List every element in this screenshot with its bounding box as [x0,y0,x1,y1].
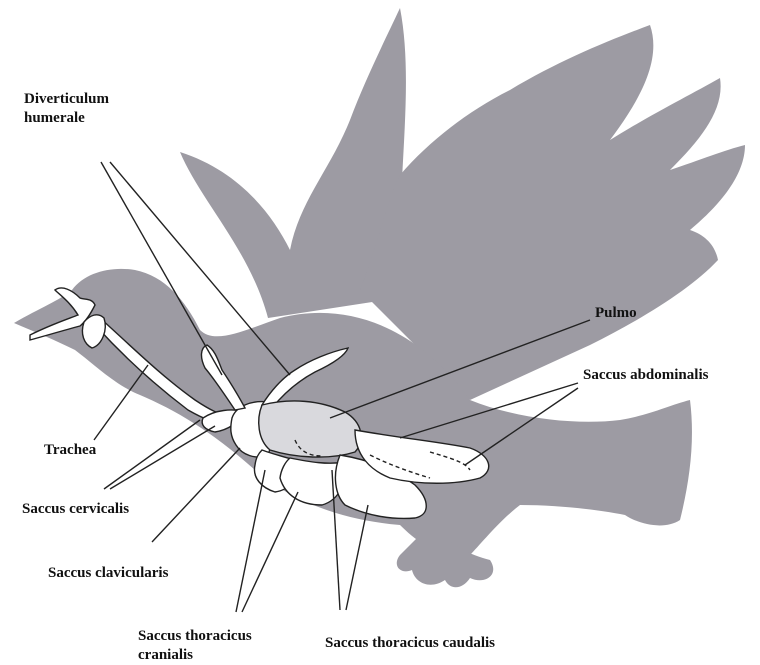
label-trachea: Trachea [44,441,96,460]
label-diverticulum-humerale: Diverticulum humerale [24,90,109,128]
leader-caudalis-2 [346,505,368,610]
leader-clavicularis [152,448,240,542]
label-saccus-thoracicus-cranialis: Saccus thoracicus cranialis [138,627,252,665]
label-saccus-abdominalis: Saccus abdominalis [583,366,708,385]
front-wing [360,25,745,400]
leader-cervicalis-1 [104,420,200,489]
leader-cervicalis-2 [110,426,215,489]
label-pulmo: Pulmo [595,304,637,323]
leader-cranialis-2 [242,492,298,612]
label-saccus-clavicularis: Saccus clavicularis [48,564,168,583]
leader-cranialis-1 [236,470,265,612]
label-saccus-thoracicus-caudalis: Saccus thoracicus caudalis [325,634,495,653]
label-saccus-cervicalis: Saccus cervicalis [22,500,129,519]
